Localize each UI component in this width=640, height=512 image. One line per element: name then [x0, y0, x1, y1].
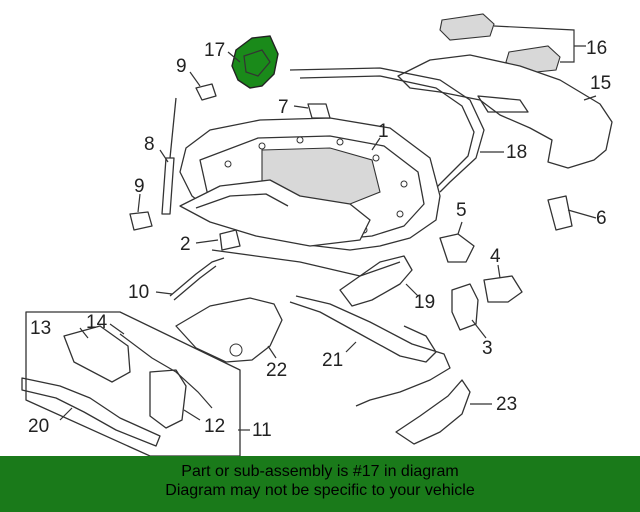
callout-16: 16 — [586, 38, 607, 59]
part-3-hinge — [451, 283, 479, 331]
part-10-rod — [169, 257, 225, 301]
part-20-rail — [21, 377, 161, 447]
part-12-actuator — [149, 369, 187, 429]
callout-labels: 1 2 3 4 5 6 7 8 9 9 10 11 12 13 14 15 16… — [28, 38, 611, 441]
callout-3: 3 — [482, 338, 493, 359]
info-banner: Part or sub-assembly is #17 in diagram D… — [0, 456, 640, 512]
callout-22: 22 — [266, 360, 287, 381]
callout-21: 21 — [322, 350, 343, 371]
part-17-highlighted[interactable] — [231, 35, 279, 89]
callout-15: 15 — [590, 73, 611, 94]
part-8-strut — [161, 97, 177, 215]
part-2-bumper — [219, 229, 241, 251]
callout-2: 2 — [180, 234, 191, 255]
part-7-bushing — [307, 103, 331, 119]
callout-20: 20 — [28, 416, 49, 437]
part-6-bracket — [547, 195, 573, 231]
callout-5: 5 — [456, 200, 467, 221]
callout-1: 1 — [378, 121, 389, 142]
part-21-trim-bar — [289, 295, 451, 407]
part-18-seal-strip — [289, 67, 485, 193]
part-5-motor — [439, 233, 475, 263]
callout-9a: 9 — [176, 56, 187, 77]
callout-12: 12 — [204, 416, 225, 437]
callout-13: 13 — [30, 318, 51, 339]
part-9-studs — [129, 83, 217, 231]
callout-18: 18 — [506, 142, 527, 163]
banner-line-1: Part or sub-assembly is #17 in diagram — [181, 463, 459, 480]
callout-14: 14 — [86, 312, 108, 333]
part-22-liner — [175, 297, 283, 363]
exploded-parts-diagram: 1 2 3 4 5 6 7 8 9 9 10 11 12 13 14 15 16… — [21, 13, 613, 456]
banner-line-2: Diagram may not be specific to your vehi… — [165, 482, 475, 499]
callout-4: 4 — [490, 246, 501, 267]
part-11-group — [25, 311, 241, 456]
callout-19: 19 — [414, 292, 435, 313]
leader-lines — [59, 25, 597, 431]
part-23-bracket — [395, 379, 471, 445]
callout-9b: 9 — [134, 176, 145, 197]
callout-6: 6 — [596, 208, 607, 229]
callout-11: 11 — [252, 420, 272, 441]
part-13-latch — [63, 325, 131, 383]
callout-23: 23 — [496, 394, 517, 415]
callout-10: 10 — [128, 282, 149, 303]
callout-7: 7 — [278, 97, 289, 118]
callout-8: 8 — [144, 134, 155, 155]
part-4-pad — [483, 275, 523, 303]
callout-17: 17 — [204, 40, 225, 61]
part-19-frame-rail — [339, 255, 413, 307]
